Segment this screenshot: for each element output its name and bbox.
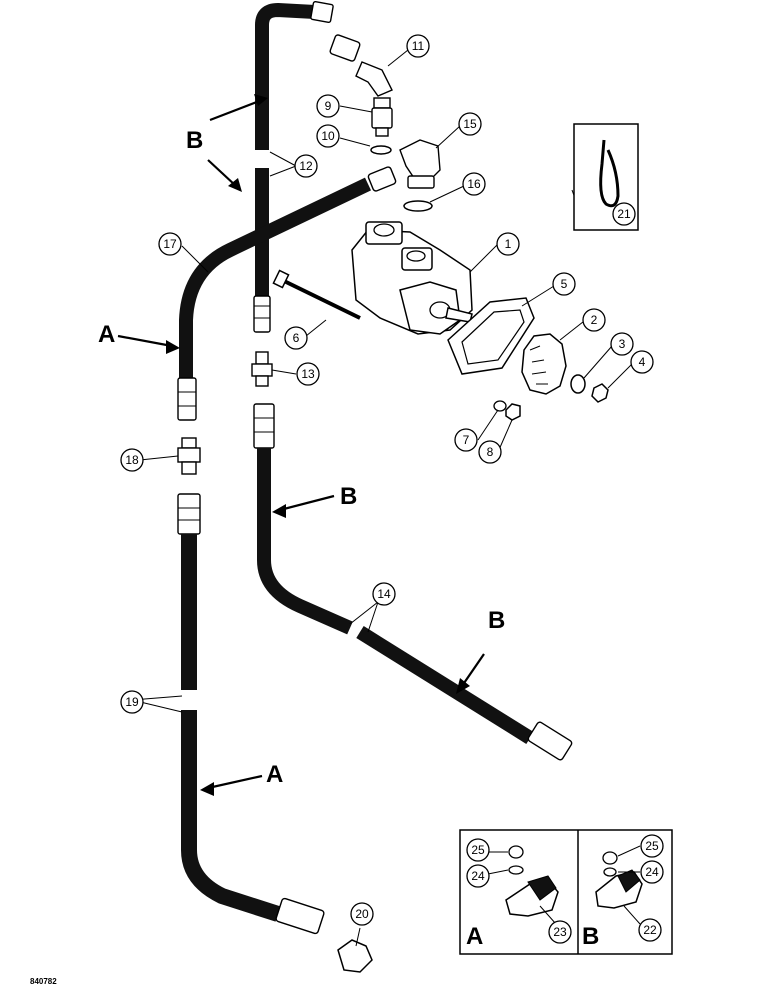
svg-text:25: 25 [645,839,659,853]
svg-text:1: 1 [505,237,512,251]
svg-text:18: 18 [125,453,139,467]
callout-22: 22 [638,918,662,942]
callout-8: 8 [478,440,502,464]
svg-text:12: 12 [299,159,313,173]
callout-18: 18 [120,448,144,472]
nut-25b [602,851,618,865]
callout-5: 5 [552,272,576,296]
svg-text:17: 17 [163,237,177,251]
arrow-a-bottom [200,774,263,796]
elbow-fitting-15 [399,139,441,189]
hose-label-b-top: B [186,127,203,154]
callout-19: 19 [120,690,144,714]
hose-b-14 [253,403,573,761]
callout-4: 4 [630,350,654,374]
o-ring-16 [403,200,433,212]
hose-a-19 [177,493,325,935]
hose-label-b-right: B [488,607,505,634]
callout-10: 10 [316,124,340,148]
callout-20: 20 [350,902,374,926]
callout-13: 13 [296,362,320,386]
svg-text:8: 8 [487,445,494,459]
svg-text:6: 6 [293,331,300,345]
svg-text:24: 24 [471,869,485,883]
callout-11: 11 [406,34,430,58]
callout-12: 12 [294,154,318,178]
svg-text:11: 11 [412,39,425,53]
nut-4 [591,383,609,403]
callout-15: 15 [458,112,482,136]
svg-text:4: 4 [639,355,646,369]
gasket-5 [447,297,535,375]
inset-label-a: A [466,923,483,950]
elbow-fitting-11 [355,61,393,97]
svg-text:21: 21 [617,207,631,221]
callout-9: 9 [316,94,340,118]
adapter-fitting-13 [251,351,273,387]
hose-b-top [253,1,361,333]
callout-3: 3 [610,332,634,356]
reference-number: 840782 [30,977,57,986]
callout-2: 2 [582,308,606,332]
washer-24a [508,865,524,875]
svg-text:13: 13 [301,367,315,381]
washer-24b [603,867,617,877]
nut-8 [505,403,521,421]
callout-17: 17 [158,232,182,256]
svg-text:24: 24 [645,865,659,879]
callout-25b: 25 [640,834,664,858]
svg-text:15: 15 [463,117,477,131]
callout-24a: 24 [466,864,490,888]
bolt-6 [272,269,361,320]
svg-text:19: 19 [125,695,139,709]
svg-text:20: 20 [355,907,369,921]
hydraulic-pump-1 [351,221,473,335]
svg-text:3: 3 [619,337,626,351]
callout-21: 21 [612,202,636,226]
svg-text:23: 23 [553,925,567,939]
svg-text:2: 2 [591,313,598,327]
callout-24b: 24 [640,860,664,884]
arrow-b-right [456,653,485,694]
callout-16: 16 [462,172,486,196]
plug-20 [337,939,373,973]
callout-25a: 25 [466,838,490,862]
adapter-fitting-9 [371,97,393,137]
svg-text:10: 10 [321,129,335,143]
callout-6: 6 [284,326,308,350]
callout-1: 1 [496,232,520,256]
arrow-b-mid [272,494,335,518]
callout-7: 7 [454,428,478,452]
svg-text:22: 22 [643,923,657,937]
svg-text:9: 9 [325,99,332,113]
svg-text:16: 16 [467,177,481,191]
svg-text:7: 7 [463,433,470,447]
hose-label-a-left: A [98,321,115,348]
arrow-b-top [207,94,268,192]
callout-14: 14 [372,582,396,606]
drive-gear-2 [521,333,567,395]
hose-label-b-mid: B [340,483,357,510]
arrow-a-left [117,334,180,354]
washer-7 [493,400,507,412]
washer-3 [570,374,586,394]
inset-label-b: B [582,923,599,950]
hose-label-a-bottom: A [266,761,283,788]
svg-text:14: 14 [377,587,391,601]
nut-25a [508,845,524,859]
hose-a-17 [177,166,397,421]
svg-text:5: 5 [561,277,568,291]
adapter-fitting-18 [177,437,201,475]
o-ring-10 [370,145,392,155]
svg-text:25: 25 [471,843,485,857]
callout-23: 23 [548,920,572,944]
